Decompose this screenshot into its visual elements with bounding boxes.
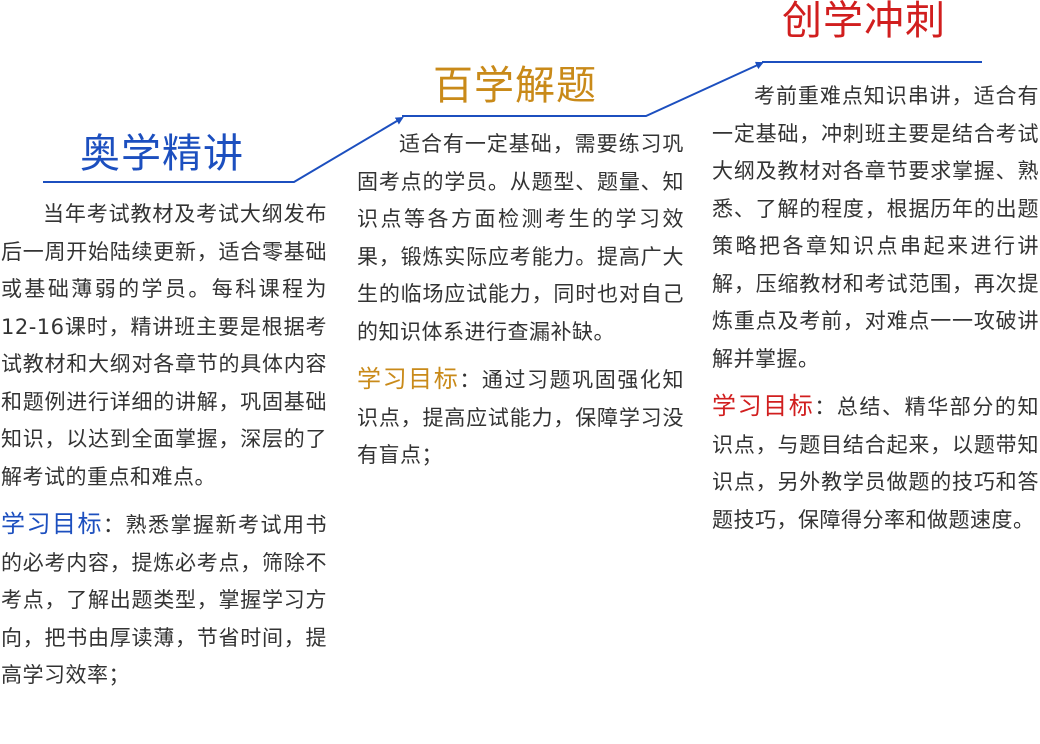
learning-goal-label: 学习目标 <box>357 365 460 393</box>
stage-intro-text: 当年考试教材及考试大纲发布后一周开始陆续更新，适合零基础或基础薄弱的学员。每科课… <box>1 202 327 489</box>
stage-title-chongci: 创学冲刺 <box>782 0 946 44</box>
learning-goal: 学习目标：总结、精华部分的知识点，与题目结合起来，以题带知识点，另外教学员做题的… <box>712 388 1039 539</box>
learning-goal-label: 学习目标 <box>1 510 103 538</box>
learning-goal-text: ：熟悉掌握新考试用书的必考内容，提炼必考点，筛除不考点，了解出题类型，掌握学习方… <box>1 513 327 687</box>
stage-description-jingjiang: 当年考试教材及考试大纲发布后一周开始陆续更新，适合零基础或基础薄弱的学员。每科课… <box>1 196 327 695</box>
learning-goal-label: 学习目标 <box>712 392 815 420</box>
learning-goal-text: ：通过习题巩固强化知识点，提高应试能力，保障学习没有盲点； <box>357 368 685 467</box>
stage-description-chongci: 考前重难点知识串讲，适合有一定基础，冲刺班主要是结合考试大纲及教材对各章节要求掌… <box>712 78 1039 539</box>
stage-title-jieti: 百学解题 <box>433 63 597 109</box>
learning-goal: 学习目标：熟悉掌握新考试用书的必考内容，提炼必考点，筛除不考点，了解出题类型，掌… <box>1 506 327 695</box>
learning-goal-text: ：总结、精华部分的知识点，与题目结合起来，以题带知识点，另外教学员做题的技巧和答… <box>712 395 1040 532</box>
stage-title-jingjiang: 奥学精讲 <box>80 131 244 177</box>
connector-stage1-underline <box>43 116 404 183</box>
learning-goal: 学习目标：通过习题巩固强化知识点，提高应试能力，保障学习没有盲点； <box>357 361 684 475</box>
stage-intro-text: 适合有一定基础，需要练习巩固考点的学员。从题型、题量、知识点等各方面检测考生的学… <box>357 132 684 344</box>
stage-intro-text: 考前重难点知识串讲，适合有一定基础，冲刺班主要是结合考试大纲及教材对各章节要求掌… <box>712 84 1039 371</box>
stage-description-jieti: 适合有一定基础，需要练习巩固考点的学员。从题型、题量、知识点等各方面检测考生的学… <box>357 126 684 475</box>
connector-stage2-underline <box>402 61 764 117</box>
